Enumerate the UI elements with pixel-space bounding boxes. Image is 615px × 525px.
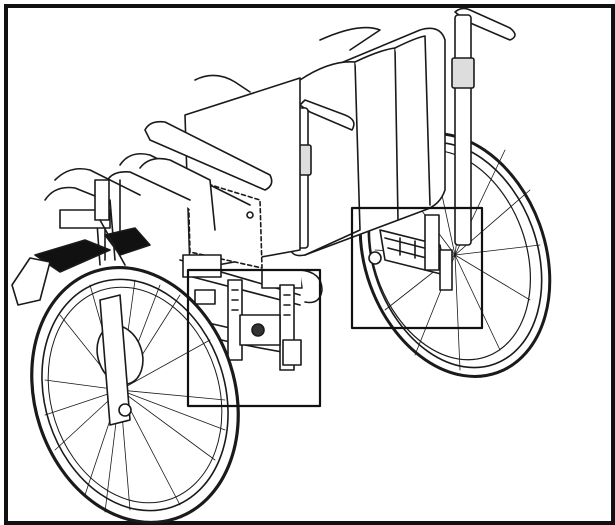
rear-axle-adjustment-callout <box>350 206 484 330</box>
backrest <box>289 26 446 257</box>
side-frame-left <box>104 152 251 261</box>
axle-plate-right <box>368 214 453 291</box>
footplate <box>34 227 151 273</box>
push-handle-right <box>451 7 516 246</box>
seat-frame-adjustment-callout <box>186 268 322 408</box>
front-frame-tip <box>11 257 51 306</box>
rear-wheel-left <box>30 265 240 525</box>
adjustment-bracket-left <box>194 279 302 371</box>
caster <box>94 179 126 266</box>
wheel-axle-mount <box>99 294 131 426</box>
